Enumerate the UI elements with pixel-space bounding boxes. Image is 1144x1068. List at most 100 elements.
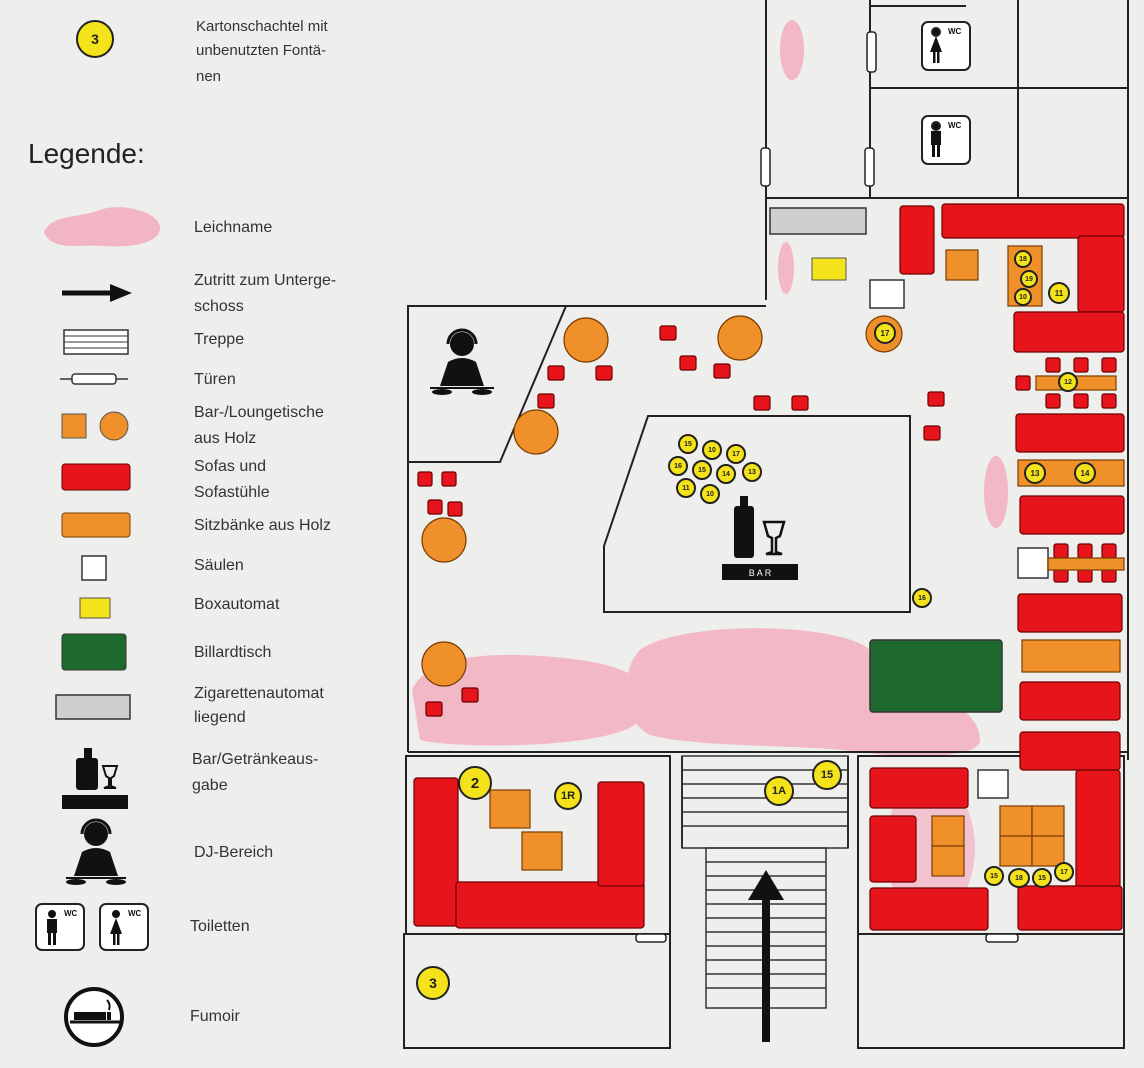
- stairs-icon: [63, 329, 129, 355]
- sofa-chair: [1053, 543, 1069, 559]
- sofa-chair: [1101, 543, 1117, 559]
- legend-label-toilets: Toiletten: [190, 918, 250, 935]
- marker-16: 16: [912, 588, 932, 608]
- marker-cluster: 16: [668, 456, 688, 476]
- wood-round-table: [717, 315, 763, 361]
- note-line-3: nen: [196, 68, 222, 85]
- legend-label-sofas-1: Sofas und: [194, 458, 267, 475]
- sofa-chair: [713, 363, 731, 379]
- marker-14: 14: [1074, 462, 1096, 484]
- sofa-chair: [427, 499, 443, 515]
- svg-text:WC: WC: [64, 909, 78, 918]
- marker-cluster: 10: [700, 484, 720, 504]
- corpse-stain: [780, 20, 804, 80]
- sofa-chair: [927, 391, 945, 407]
- marker-15: 15: [812, 760, 842, 790]
- dj-icon: [430, 328, 494, 395]
- wood-table: [931, 845, 965, 877]
- note-line-2: unbenutzten Fontä-: [196, 42, 327, 59]
- legend-label-tables-1: Bar-/Loungetische: [194, 404, 324, 421]
- jukebox-icon: [79, 597, 111, 619]
- legend-label-corpse: Leichname: [194, 219, 273, 236]
- dj-icon: [66, 818, 126, 885]
- marker-cluster: 13: [742, 462, 762, 482]
- bar-icon: B A R: [722, 496, 798, 580]
- marker-cluster: 15: [1032, 868, 1052, 888]
- door-icon: [985, 933, 1019, 943]
- toilet-female-icon: WC: [921, 21, 971, 71]
- toilets: WC WC: [921, 21, 971, 165]
- sofa-chair: [547, 365, 565, 381]
- corpse-stain: [984, 456, 1008, 528]
- column: [977, 769, 1009, 799]
- marker-2: 2: [458, 766, 492, 800]
- no-smoking-icon: [64, 987, 124, 1047]
- marker-cluster: 10: [702, 440, 722, 460]
- legend-label-access-2: schoss: [194, 298, 244, 315]
- legend-label-stairs: Treppe: [194, 331, 245, 348]
- jukebox: [811, 257, 847, 281]
- corpse-stain: [626, 628, 980, 757]
- wood-table: [1031, 805, 1065, 837]
- corpse-stain: [885, 778, 975, 918]
- marker-cluster: 11: [676, 478, 696, 498]
- legend-label-doors: Türen: [194, 371, 236, 388]
- sofa-chair: [1045, 357, 1061, 373]
- sofa-chair: [1101, 357, 1117, 373]
- legend-title: Legende:: [28, 138, 145, 169]
- marker-cluster: 15: [984, 866, 1004, 886]
- marker-17: 17: [874, 322, 896, 344]
- marker-10: 10: [1014, 288, 1032, 306]
- door-icon: [864, 147, 875, 187]
- door-icon: [60, 373, 128, 385]
- arrow-right-icon: [62, 284, 132, 302]
- marker-fountain-box: 3: [416, 966, 450, 1000]
- sofa-chair: [1073, 357, 1089, 373]
- legend-label-bar-2: gabe: [192, 777, 228, 794]
- svg-text:WC: WC: [948, 121, 962, 130]
- column: [869, 279, 905, 309]
- access-arrow-icon: [748, 870, 784, 1042]
- legend-label-columns: Säulen: [194, 557, 244, 574]
- bar-icon: [62, 748, 128, 809]
- sofa-chair: [1101, 393, 1117, 409]
- wood-table: [489, 789, 531, 829]
- marker-12: 12: [1058, 372, 1078, 392]
- legend-label-billiard: Billardtisch: [194, 644, 272, 661]
- wood-table: [999, 835, 1033, 867]
- billiard-icon: [61, 633, 127, 671]
- wood-round-table: [513, 409, 559, 455]
- column: [1017, 547, 1049, 579]
- wood-bench: [1047, 557, 1125, 571]
- marker-18: 18: [1014, 250, 1032, 268]
- column-icon: [81, 555, 107, 581]
- cigarette-machine: [769, 207, 867, 235]
- legend-label-benches: Sitzbänke aus Holz: [194, 517, 331, 534]
- sofa-chair: [1045, 393, 1061, 409]
- legend-label-fumoir: Fumoir: [190, 1008, 240, 1025]
- marker-11: 11: [1048, 282, 1070, 304]
- legend-label-jukebox: Boxautomat: [194, 596, 280, 613]
- marker-1a: 1A: [764, 776, 794, 806]
- sofa-chair: [441, 471, 457, 487]
- sofa-chair: [595, 365, 613, 381]
- sofa-chair: [753, 395, 771, 411]
- sofa-chair: [1077, 543, 1093, 559]
- legend-label-tables-2: aus Holz: [194, 430, 257, 447]
- wood-round-table: [563, 317, 609, 363]
- sofa-chair: [679, 355, 697, 371]
- legend-label-access-1: Zutritt zum Unterge-: [194, 272, 337, 289]
- marker-cluster: 17: [1054, 862, 1074, 882]
- marker-3-note: 3: [76, 20, 114, 58]
- cigarette-machine-icon: [55, 694, 131, 720]
- legend-icons: WC WC: [35, 207, 160, 1047]
- sofa-chair: [537, 393, 555, 409]
- door-icon: [760, 147, 771, 187]
- marker-13: 13: [1024, 462, 1046, 484]
- wood-bench: [1021, 639, 1121, 673]
- marker-cluster: 18: [1008, 868, 1030, 888]
- marker-1r: 1R: [554, 782, 582, 810]
- marker-cluster: 17: [726, 444, 746, 464]
- door-icon: [635, 933, 667, 943]
